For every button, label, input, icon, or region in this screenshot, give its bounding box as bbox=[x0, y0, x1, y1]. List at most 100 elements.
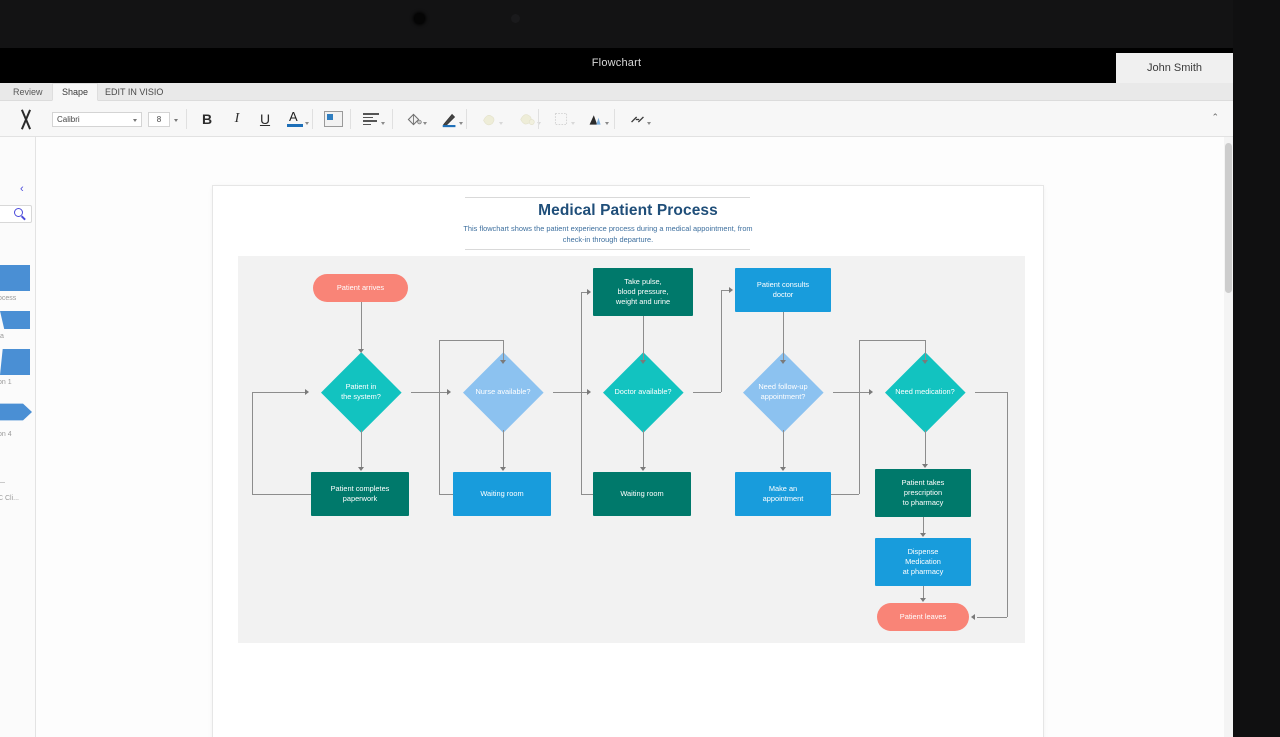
effects-one-button[interactable] bbox=[476, 101, 503, 137]
flow-node-label: Patient arrives bbox=[336, 283, 385, 293]
italic-button[interactable]: I bbox=[224, 101, 250, 137]
flow-node-n1[interactable]: Patient arrives bbox=[313, 274, 408, 302]
chevron-down-icon bbox=[381, 122, 385, 125]
vertical-scrollbar[interactable] bbox=[1224, 137, 1233, 737]
font-family-value: Calibri bbox=[57, 114, 80, 124]
tab-edit-in-visio[interactable]: EDIT IN VISIO bbox=[105, 87, 164, 97]
font-color-button[interactable]: A bbox=[282, 101, 309, 137]
tab-shape[interactable]: Shape bbox=[52, 83, 99, 101]
connector-segment bbox=[581, 392, 588, 393]
connector-segment bbox=[361, 430, 362, 468]
cut-button[interactable] bbox=[14, 101, 38, 137]
shading-icon bbox=[320, 106, 346, 132]
scrollbar-thumb[interactable] bbox=[1225, 143, 1232, 293]
bold-button[interactable]: B bbox=[194, 101, 220, 137]
stencil-label-option-1: on 1 bbox=[0, 379, 12, 386]
flow-node-n6[interactable]: Take pulse,blood pressure,weight and uri… bbox=[593, 268, 693, 316]
font-group: Calibri 8 bbox=[52, 101, 178, 137]
panel-collapse-icon[interactable]: ‹ bbox=[20, 183, 24, 195]
font-size-input[interactable]: 8 bbox=[148, 111, 178, 127]
connector-segment bbox=[439, 392, 440, 494]
connector-segment bbox=[411, 392, 439, 393]
flow-node-label: Nurse available? bbox=[475, 387, 531, 397]
frame-button[interactable] bbox=[548, 101, 575, 137]
connector-arrowhead bbox=[640, 360, 646, 364]
chevron-down-icon bbox=[459, 122, 463, 125]
stencil-shape-option-1[interactable] bbox=[0, 349, 30, 375]
shapes-panel: ‹ ocess ta on 1 on 4 — C Cli... bbox=[0, 137, 36, 737]
connector-segment bbox=[581, 292, 588, 293]
connector-button[interactable] bbox=[624, 101, 651, 137]
title-bar: Flowchart John Smith bbox=[0, 48, 1233, 83]
flow-node-n12[interactable]: Need medication? bbox=[875, 351, 975, 433]
effects-two-button[interactable] bbox=[514, 101, 541, 137]
chevron-down-icon bbox=[305, 122, 309, 125]
connector-segment bbox=[721, 290, 722, 392]
flow-node-n8[interactable]: Waiting room bbox=[593, 472, 691, 516]
connector-arrowhead bbox=[587, 389, 591, 395]
stencil-shape-data[interactable] bbox=[0, 311, 30, 329]
connector-arrowhead bbox=[922, 464, 928, 468]
connector-segment bbox=[859, 340, 925, 341]
ribbon-toolbar: Calibri 8 B I U A bbox=[0, 101, 1233, 137]
divider bbox=[538, 109, 539, 129]
collapse-ribbon-icon[interactable]: ⌃ bbox=[1211, 112, 1219, 122]
stencil-shape-option-4[interactable] bbox=[0, 403, 32, 421]
scissors-icon bbox=[14, 108, 38, 130]
connector-arrowhead bbox=[780, 360, 786, 364]
flow-node-n5[interactable]: Waiting room bbox=[453, 472, 551, 516]
arrange-button[interactable] bbox=[582, 101, 609, 137]
stencil-label-data: ta bbox=[0, 333, 4, 340]
align-text-button[interactable] bbox=[358, 101, 385, 137]
connector-segment bbox=[503, 430, 504, 468]
connector-segment bbox=[925, 430, 926, 465]
title-rule bbox=[465, 249, 750, 250]
connector-arrowhead bbox=[305, 389, 309, 395]
canvas-workarea[interactable]: Medical Patient Process This flowchart s… bbox=[36, 137, 1233, 737]
align-left-icon bbox=[358, 106, 385, 132]
diagram-title: Medical Patient Process bbox=[538, 202, 718, 219]
diagram-page[interactable]: Medical Patient Process This flowchart s… bbox=[213, 186, 1043, 737]
flow-node-n15[interactable]: Patient leaves bbox=[877, 603, 969, 631]
shading-button[interactable] bbox=[320, 101, 346, 137]
connector-arrowhead bbox=[640, 467, 646, 471]
connector-segment bbox=[833, 392, 870, 393]
connector-segment bbox=[252, 392, 306, 393]
connector-arrowhead bbox=[869, 389, 873, 395]
font-color-letter: A bbox=[289, 109, 298, 124]
line-color-button[interactable] bbox=[436, 101, 463, 137]
connector-segment bbox=[581, 494, 593, 495]
divider bbox=[614, 109, 615, 129]
stencil-shape-process[interactable] bbox=[0, 265, 30, 291]
tab-review[interactable]: Review bbox=[13, 87, 43, 97]
connector-segment bbox=[975, 392, 1007, 393]
font-family-input[interactable]: Calibri bbox=[52, 111, 142, 127]
account-name[interactable]: John Smith bbox=[1116, 53, 1233, 83]
chevron-down-icon bbox=[133, 118, 137, 122]
flow-node-label: Patient leaves bbox=[899, 612, 947, 622]
stencil-label-divider: — bbox=[0, 479, 5, 486]
flow-node-label: Waiting room bbox=[480, 489, 524, 499]
fill-color-button[interactable] bbox=[400, 101, 427, 137]
document-title: Flowchart bbox=[591, 57, 642, 69]
flow-node-n7[interactable]: Doctor available? bbox=[593, 351, 693, 433]
webcam-icon bbox=[414, 13, 425, 24]
connector-icon bbox=[624, 106, 651, 132]
paint-bucket-icon bbox=[400, 106, 427, 132]
flow-node-n4[interactable]: Nurse available? bbox=[453, 351, 553, 433]
underline-button[interactable]: U bbox=[252, 101, 278, 137]
